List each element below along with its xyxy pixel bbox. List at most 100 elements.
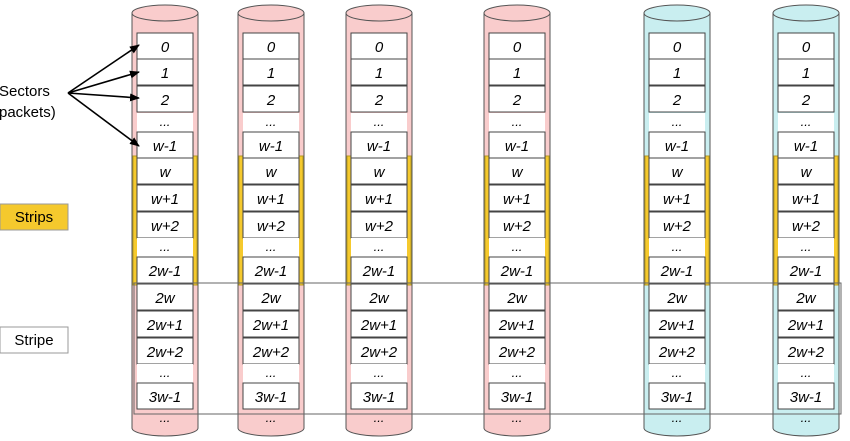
sector-cell: [350, 382, 408, 410]
sector-label: 2w-1: [660, 263, 694, 280]
sector-label: 2: [801, 92, 811, 109]
sector-label: w: [160, 164, 172, 181]
sector-cell: [777, 337, 835, 365]
ellipsis-label: ...: [801, 114, 812, 129]
sector-cell: [777, 283, 835, 311]
sector-cell: [242, 85, 300, 113]
sector-cell: [136, 157, 194, 185]
sector-cell: [488, 157, 546, 185]
sector-label: w+2: [792, 218, 821, 235]
sector-label: w-1: [153, 138, 177, 155]
sector-label: 2w-1: [362, 263, 396, 280]
sector-label: 2w+2: [658, 344, 696, 361]
disk-4: 012...w-1ww+1w+2...2w-12w2w+12w+2...3w-1…: [483, 4, 551, 437]
disk-1: 012...w-1ww+1w+2...2w-12w2w+12w+2...3w-1…: [131, 4, 199, 437]
sector-label: 2: [512, 92, 522, 109]
sector-gap: [351, 238, 407, 257]
sector-label: 1: [375, 65, 383, 82]
sector-label: 2: [266, 92, 276, 109]
sector-cell: [777, 310, 835, 338]
ellipsis-label: ...: [160, 365, 171, 380]
sector-cell: [136, 256, 194, 284]
sector-label: 2w-1: [789, 263, 823, 280]
ellipsis-label: ...: [672, 239, 683, 254]
sector-label: 3w-1: [363, 389, 396, 406]
sector-label: 0: [161, 39, 170, 56]
stripe-label: Stripe: [14, 332, 53, 349]
disk-6: 012...w-1ww+1w+2...2w-12w2w+12w+2...3w-1…: [772, 4, 840, 437]
sector-cell: [777, 85, 835, 113]
sector-cell: [648, 256, 706, 284]
sector-label: 2: [672, 92, 682, 109]
ellipsis-label: ...: [266, 239, 277, 254]
sector-label: w+2: [257, 218, 286, 235]
disk-cylinder-top: [483, 4, 551, 22]
sector-gap: [243, 238, 299, 257]
sector-label: 2w: [260, 290, 281, 307]
ellipsis-label: ...: [512, 365, 523, 380]
sector-label: 2w: [795, 290, 816, 307]
sector-cell: [136, 211, 194, 239]
sector-gap: [778, 238, 834, 257]
sector-label: 3w-1: [661, 389, 694, 406]
sector-cell: [777, 157, 835, 185]
sector-cell: [350, 157, 408, 185]
sector-gap: [778, 364, 834, 383]
sector-label: 0: [673, 39, 682, 56]
sector-gap: [351, 364, 407, 383]
disk-cylinder-top: [643, 4, 711, 22]
sector-cell: [488, 85, 546, 113]
sector-cell: [777, 184, 835, 212]
sector-cell: [350, 310, 408, 338]
sector-cell: [777, 256, 835, 284]
sector-label: w: [512, 164, 524, 181]
sector-cell: [350, 283, 408, 311]
sector-cell: [648, 157, 706, 185]
ellipsis-label: ...: [801, 239, 812, 254]
sector-cell: [350, 184, 408, 212]
sector-cell: [242, 337, 300, 365]
sector-label: 2w+1: [146, 317, 183, 334]
disk-5: 012...w-1ww+1w+2...2w-12w2w+12w+2...3w-1…: [643, 4, 711, 437]
sector-label: 2w+1: [498, 317, 535, 334]
sector-cell: [777, 58, 835, 86]
sector-cell: [242, 256, 300, 284]
sector-cell: [136, 184, 194, 212]
sector-label: 2w-1: [148, 263, 182, 280]
sector-label: 2: [374, 92, 384, 109]
sector-gap: [778, 113, 834, 132]
sector-label: 1: [267, 65, 275, 82]
ellipsis-label: ...: [266, 410, 277, 425]
sector-label: 3w-1: [255, 389, 288, 406]
strips-label: Strips: [15, 209, 53, 226]
sector-cell: [648, 310, 706, 338]
sectors-label-line2: packets): [0, 104, 56, 121]
sector-label: w+2: [663, 218, 692, 235]
sector-cell: [242, 32, 300, 60]
sector-cell: [242, 310, 300, 338]
sector-label: w+2: [503, 218, 532, 235]
arrow-to-sector-0: [67, 44, 140, 94]
sector-label: w: [672, 164, 684, 181]
sector-label: 3w-1: [790, 389, 823, 406]
sector-cell: [488, 310, 546, 338]
disk-cylinder-top: [772, 4, 840, 22]
sector-cell: [777, 382, 835, 410]
sector-cell: [648, 85, 706, 113]
sector-cell: [648, 32, 706, 60]
sector-label: w+2: [151, 218, 180, 235]
sector-gap: [649, 238, 705, 257]
sector-label: 2w-1: [500, 263, 534, 280]
sector-cell: [648, 184, 706, 212]
sectors-label: Sectors: [0, 83, 50, 100]
arrow-to-sector-w-1: [67, 92, 140, 147]
ellipsis-label: ...: [374, 365, 385, 380]
sector-label: w+1: [151, 191, 179, 208]
sector-label: 0: [513, 39, 522, 56]
ellipsis-label: ...: [266, 114, 277, 129]
sector-label: 2w: [154, 290, 175, 307]
ellipsis-label: ...: [672, 114, 683, 129]
ellipsis-label: ...: [160, 410, 171, 425]
sector-label: 2: [160, 92, 170, 109]
